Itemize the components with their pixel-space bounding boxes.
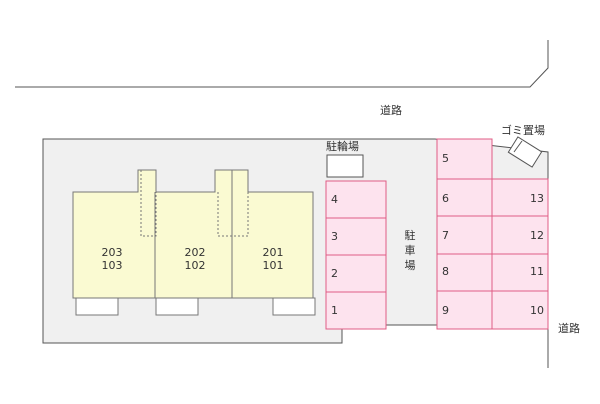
entrance-step — [155, 297, 199, 316]
road-edge-top — [15, 40, 549, 88]
parking-space-number: 6 — [442, 192, 449, 205]
parking-space-number: 8 — [442, 265, 449, 278]
bicycle-parking-area — [326, 154, 364, 178]
parking-space-number: 1 — [331, 304, 338, 317]
stairwell-outline — [217, 192, 249, 237]
parking-lot-label: 駐 車 場 — [404, 229, 416, 272]
road-label-top: 道路 — [380, 104, 402, 117]
parking-space-number: 12 — [530, 229, 544, 242]
parking-space-number: 11 — [530, 265, 544, 278]
parking-space-number: 10 — [530, 304, 544, 317]
parking-space-number: 7 — [442, 229, 449, 242]
garbage-area — [507, 136, 543, 168]
parking-left-column — [325, 180, 387, 330]
road-label-right: 道路 — [558, 322, 580, 335]
parking-right-block — [436, 138, 549, 330]
parking-space-number: 13 — [530, 192, 544, 205]
parking-space-number: 2 — [331, 267, 338, 280]
garbage-label: ゴミ置場 — [501, 124, 545, 137]
stairwell-outline — [140, 170, 157, 237]
parking-space-number: 3 — [331, 230, 338, 243]
entrance-step — [75, 297, 119, 316]
parking-space-number: 4 — [331, 193, 338, 206]
unit-label: 201 101 — [262, 246, 284, 272]
entrance-step — [272, 297, 316, 316]
parking-space-number: 5 — [442, 152, 449, 165]
bicycle-parking-label: 駐輪場 — [326, 140, 359, 153]
unit-label: 202 102 — [184, 246, 206, 272]
garbage-pointer — [513, 140, 523, 153]
parking-space-number: 9 — [442, 304, 449, 317]
unit-label: 203 103 — [101, 246, 123, 272]
